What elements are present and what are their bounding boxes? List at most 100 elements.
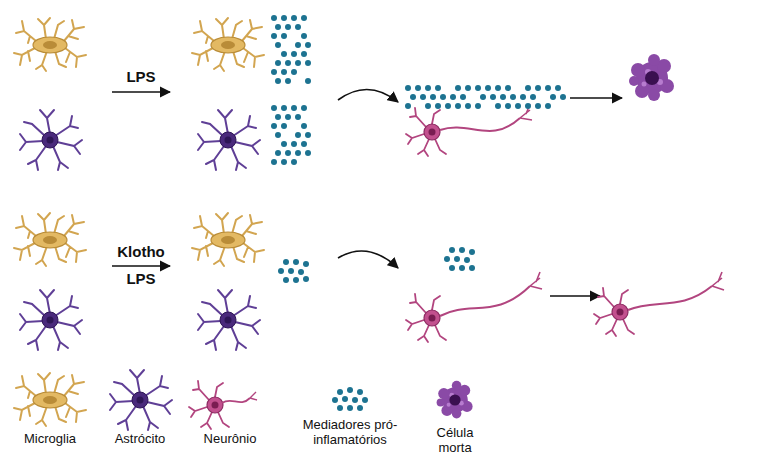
mediator-dot: [305, 78, 311, 84]
mediator-dot: [295, 24, 301, 30]
mediator-dot: [295, 60, 301, 66]
mediator-dot: [475, 85, 481, 91]
mediator-dot: [449, 265, 455, 271]
mediator-dot: [435, 103, 441, 109]
mediator-dot: [495, 103, 501, 109]
mediator-dot: [454, 256, 460, 262]
mediator-dot: [525, 85, 531, 91]
mediator-dot: [505, 85, 511, 91]
mediator-dot: [337, 389, 343, 395]
legend-label: Célula morta: [425, 426, 485, 456]
mediator-dot: [278, 268, 284, 274]
mediator-dot: [301, 105, 307, 111]
mediator-dot: [480, 94, 486, 100]
mediator-dot: [535, 103, 541, 109]
mediator-dot: [281, 123, 287, 129]
mediator-dot: [285, 78, 291, 84]
mediator-dot: [305, 150, 311, 156]
mediator-dot: [357, 389, 363, 395]
mediator-dot: [301, 33, 307, 39]
mediator-dot: [455, 103, 461, 109]
mediator-dot: [291, 15, 297, 21]
mediator-dot: [415, 85, 421, 91]
mediator-dot: [275, 24, 281, 30]
mediator-dot: [281, 105, 287, 111]
mediator-dot: [455, 85, 461, 91]
mediator-dot: [449, 247, 455, 253]
mediator-dot: [410, 94, 416, 100]
mediator-dot: [550, 94, 556, 100]
mediator-dot: [275, 132, 281, 138]
mediator-dot: [295, 150, 301, 156]
legend-label: Astrócito: [100, 432, 180, 447]
mediator-dot: [510, 94, 516, 100]
mediator-dot: [271, 69, 277, 75]
mediator-dot: [469, 249, 475, 255]
mediator-dot: [464, 257, 470, 263]
mediator-dot: [530, 94, 536, 100]
mediator-dot: [500, 94, 506, 100]
mediator-dot: [281, 51, 287, 57]
mediator-dot: [281, 69, 287, 75]
legend-label: Microglia: [10, 432, 90, 447]
mediator-dot: [293, 259, 299, 265]
mediator-dot: [495, 85, 501, 91]
mediator-dot: [291, 141, 297, 147]
mediator-dot: [281, 33, 287, 39]
mediator-dot: [342, 396, 348, 402]
mediator-dot: [301, 141, 307, 147]
arrow-label: LPS: [126, 68, 155, 85]
mediator-dot: [291, 105, 297, 111]
mediator-dot: [275, 150, 281, 156]
mediator-dot: [283, 277, 289, 283]
mediator-dot: [357, 405, 363, 411]
mediator-dot: [291, 51, 297, 57]
mediator-dot: [275, 60, 281, 66]
mediator-dot: [545, 103, 551, 109]
mediator-dot: [303, 276, 309, 282]
mediator-dot: [469, 265, 475, 271]
mediator-dot: [440, 94, 446, 100]
mediator-dot: [525, 103, 531, 109]
mediator-dot: [405, 85, 411, 91]
mediator-dot: [305, 132, 311, 138]
arrow-label: Klotho: [117, 243, 164, 260]
arrow-label: LPS: [126, 270, 155, 287]
mediator-dot: [505, 103, 511, 109]
mediator-dot: [347, 387, 353, 393]
mediator-dot: [425, 103, 431, 109]
mediator-dot: [303, 261, 309, 267]
mediator-dot: [293, 277, 299, 283]
mediator-dot: [490, 94, 496, 100]
mediator-dot: [485, 85, 491, 91]
mediator-dot: [405, 103, 411, 109]
mediator-dot: [555, 85, 561, 91]
mediator-dot: [459, 265, 465, 271]
mediator-dot: [281, 141, 287, 147]
mediator-dot: [425, 85, 431, 91]
mediator-dot: [285, 150, 291, 156]
mediator-dot: [305, 42, 311, 48]
mediator-dot: [298, 269, 304, 275]
mediator-dot: [301, 123, 307, 129]
mediator-dot: [283, 259, 289, 265]
mediator-dot: [430, 94, 436, 100]
mediator-dot: [285, 60, 291, 66]
mediator-dot: [271, 33, 277, 39]
mediator-dot: [450, 94, 456, 100]
mediator-dot: [545, 85, 551, 91]
mediator-dot: [291, 159, 297, 165]
mediator-dot: [459, 247, 465, 253]
mediator-dot: [515, 103, 521, 109]
mediator-dot: [281, 159, 287, 165]
mediator-dot: [465, 85, 471, 91]
mediator-dot: [305, 60, 311, 66]
mediator-dot: [332, 397, 338, 403]
mediator-dot: [275, 78, 281, 84]
mediator-dot: [285, 24, 291, 30]
mediator-dot: [288, 268, 294, 274]
mediator-dot: [352, 397, 358, 403]
mediator-dot: [271, 123, 277, 129]
